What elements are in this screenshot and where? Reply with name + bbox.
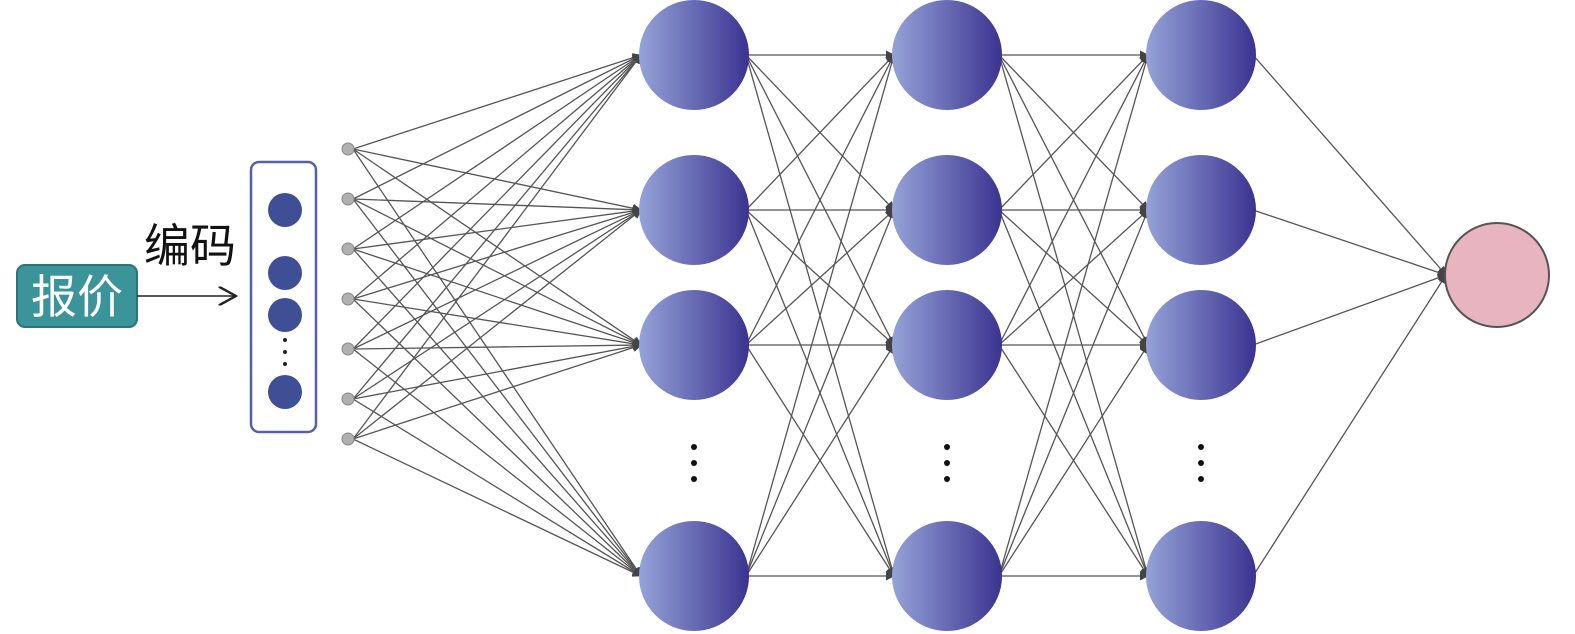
connection-line xyxy=(352,206,642,250)
connection-line xyxy=(352,209,642,350)
input-node xyxy=(341,242,355,256)
connection-line xyxy=(1252,209,1447,277)
connection-line xyxy=(352,198,642,346)
encoding-dot xyxy=(268,298,302,332)
input-node xyxy=(341,142,355,156)
connection-line xyxy=(352,248,642,577)
connection-line xyxy=(352,148,642,213)
encoding-frame xyxy=(249,160,318,434)
connection-line xyxy=(998,54,1149,211)
ellipsis-dot xyxy=(944,460,950,466)
connection-line xyxy=(352,298,642,577)
connection-line xyxy=(352,438,642,577)
hidden-neuron-layer-2 xyxy=(892,290,1002,400)
connection-line xyxy=(352,209,642,440)
input-node xyxy=(341,342,355,356)
hidden-neuron-layer-3 xyxy=(1146,0,1256,110)
ellipsis-dot xyxy=(283,350,287,354)
connection-line xyxy=(998,54,1149,346)
encode-label: 编码 xyxy=(144,219,236,273)
hidden-neuron-layer-1 xyxy=(639,521,749,631)
hidden-neuron-layer-2 xyxy=(892,0,1002,110)
connection-line xyxy=(352,298,642,349)
input-node xyxy=(341,192,355,206)
ellipsis-dot xyxy=(283,362,287,366)
connection-line xyxy=(352,209,642,400)
connection-line xyxy=(998,54,1151,577)
connection-line xyxy=(352,54,642,200)
encoding-dot xyxy=(268,256,302,290)
connection-lines xyxy=(352,50,1447,581)
connection-line xyxy=(352,54,642,440)
ellipsis-dot xyxy=(691,476,697,482)
encoding-vector xyxy=(249,160,318,434)
connection-line xyxy=(998,209,1149,346)
connection-line xyxy=(998,209,1150,577)
ellipsis-dot xyxy=(1198,444,1204,450)
ellipsis-dot xyxy=(1198,476,1204,482)
connection-line xyxy=(352,398,642,577)
connection-line xyxy=(1252,54,1447,276)
connection-line xyxy=(352,54,642,350)
connection-line xyxy=(352,343,642,440)
connection-line xyxy=(352,342,642,400)
connection-line xyxy=(998,344,1149,577)
connection-line xyxy=(745,209,896,577)
encoding-dot xyxy=(268,193,302,227)
input-node xyxy=(341,392,355,406)
ellipsis-dot xyxy=(944,476,950,482)
connection-line xyxy=(745,209,895,346)
connection-line xyxy=(745,54,895,346)
connection-line xyxy=(352,348,642,577)
output-neuron xyxy=(1444,222,1550,328)
connection-line xyxy=(352,54,642,300)
hidden-neuron-layer-1 xyxy=(639,290,749,400)
hidden-neuron-layer-3 xyxy=(1146,521,1256,631)
connection-line xyxy=(745,54,895,211)
connection-line xyxy=(352,198,642,577)
network-nodes xyxy=(341,0,1550,631)
hidden-neuron-layer-2 xyxy=(892,521,1002,631)
connection-line xyxy=(352,53,642,150)
ellipsis-dot xyxy=(283,338,287,342)
input-box: 报价 xyxy=(16,264,138,328)
connection-line xyxy=(745,344,895,577)
input-box-label: 报价 xyxy=(31,270,123,324)
ellipsis-dot xyxy=(944,444,950,450)
hidden-neuron-layer-1 xyxy=(639,155,749,265)
input-node xyxy=(341,432,355,446)
hidden-neuron-layer-2 xyxy=(892,155,1002,265)
ellipsis-dot xyxy=(1198,460,1204,466)
hidden-neuron-layer-3 xyxy=(1146,155,1256,265)
ellipsis-dot xyxy=(691,460,697,466)
connection-line xyxy=(352,248,642,347)
input-node xyxy=(341,292,355,306)
connection-line xyxy=(352,148,642,577)
connection-line xyxy=(352,54,642,400)
hidden-neuron-layer-3 xyxy=(1146,290,1256,400)
connection-line xyxy=(352,208,642,300)
connection-line xyxy=(1252,274,1447,577)
connection-line xyxy=(745,54,897,577)
hidden-neuron-layer-1 xyxy=(639,0,749,110)
connection-line xyxy=(352,340,642,350)
encoding-dot xyxy=(268,375,302,409)
connection-line xyxy=(1252,273,1447,346)
connection-line xyxy=(352,198,642,215)
ellipsis-dot xyxy=(691,444,697,450)
connection-line xyxy=(352,54,642,250)
